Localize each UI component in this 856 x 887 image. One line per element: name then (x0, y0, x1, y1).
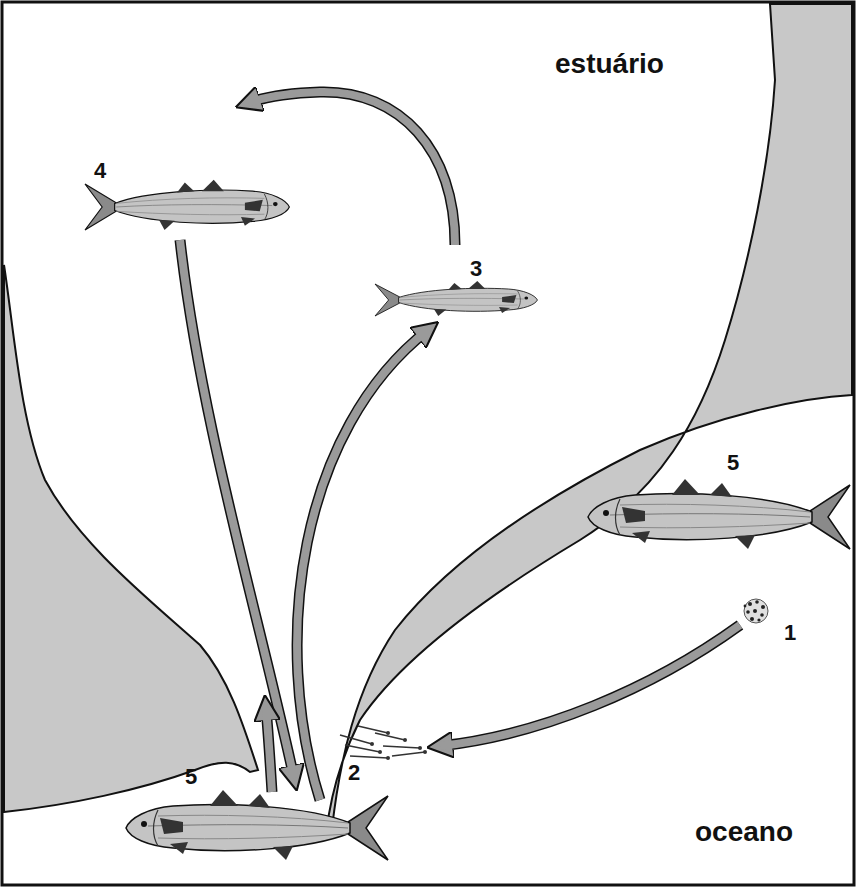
region-label: estuário (555, 50, 664, 78)
callout-number: 1 (784, 622, 796, 644)
region-label: oceano (695, 818, 793, 846)
callout-number: 2 (348, 762, 360, 784)
callout-number: 4 (94, 160, 106, 182)
callout-number: 3 (470, 258, 482, 280)
callout-number: 5 (185, 766, 197, 788)
callout-number: 5 (727, 452, 739, 474)
